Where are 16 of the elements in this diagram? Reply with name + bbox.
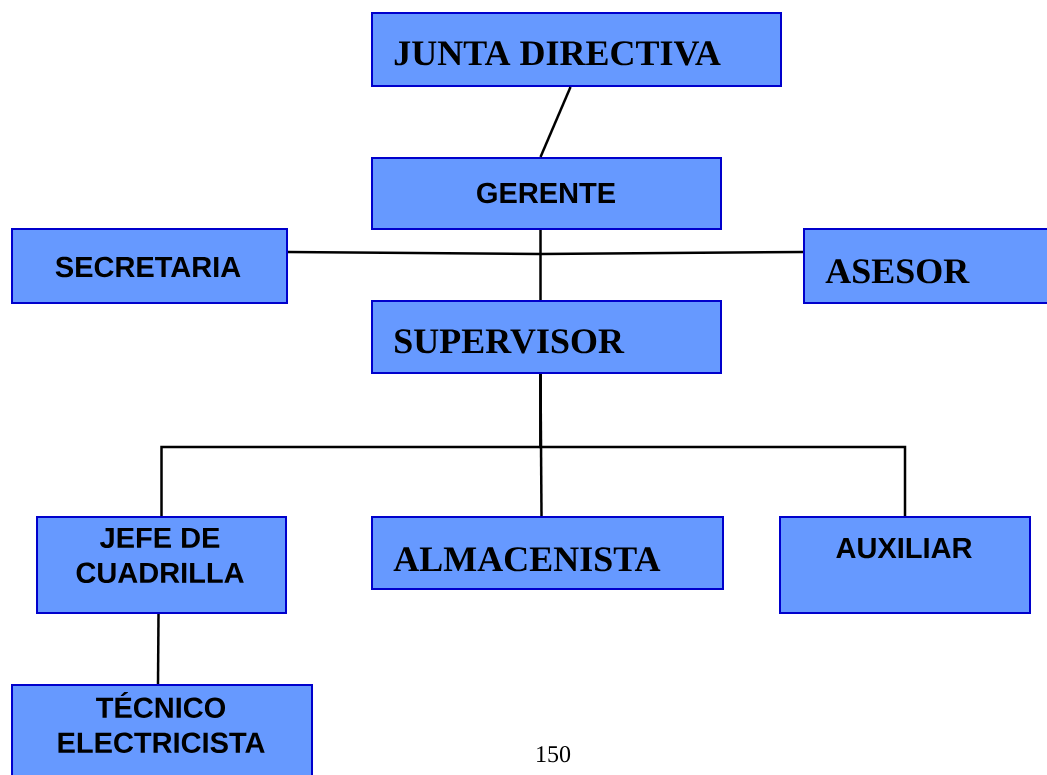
org-box: AUXILIAR [779, 516, 1031, 614]
org-box: SUPERVISOR [371, 300, 722, 374]
connector-line [156, 614, 160, 684]
connector-line [288, 250, 541, 256]
org-box: SECRETARIA [11, 228, 288, 304]
org-box: JUNTA DIRECTIVA [371, 12, 782, 87]
org-box: TÉCNICO ELECTRICISTA [11, 684, 313, 775]
org-box: ALMACENISTA [371, 516, 724, 590]
org-box: GERENTE [371, 157, 722, 230]
connector-line [539, 374, 907, 516]
connector-line [540, 250, 803, 256]
page-number: 150 [537, 746, 571, 763]
connector-line [539, 230, 542, 300]
org-box: JEFE DE CUADRILLA [36, 516, 287, 614]
connector-line [539, 86, 572, 158]
org-box: ASESOR [803, 228, 1047, 304]
